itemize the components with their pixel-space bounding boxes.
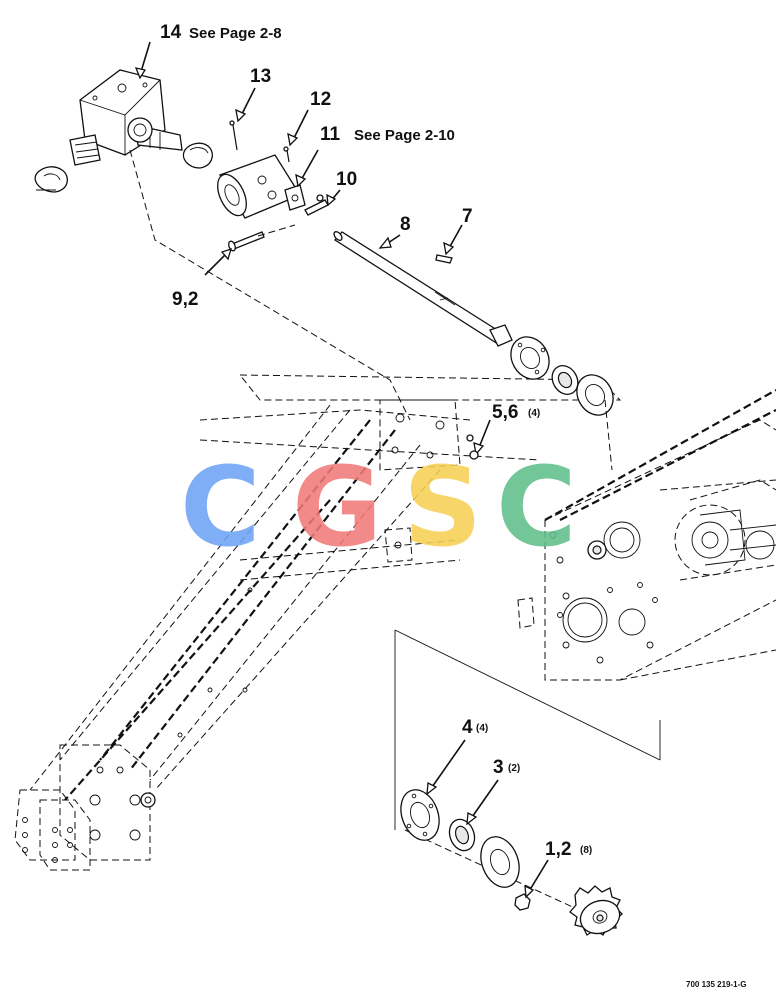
callout-3-qty: (2) — [508, 763, 520, 774]
flange-4 — [400, 789, 440, 841]
screw-12 — [286, 149, 290, 163]
watermark: C G S C — [180, 443, 577, 571]
callout-9-2: 9,2 — [172, 289, 198, 310]
drive-line-parts — [34, 69, 614, 471]
callout-12: 12 — [310, 89, 331, 110]
pin-10 — [304, 199, 329, 216]
callout-4-qty: (4) — [476, 723, 488, 734]
watermark-letter-1: C — [180, 443, 261, 571]
screw-13 — [232, 124, 238, 151]
bolt-9-2 — [231, 231, 265, 250]
shaft-end-bearings — [510, 336, 614, 416]
callout-13: 13 — [250, 66, 271, 87]
callout-arrows — [134, 41, 549, 899]
flange-4b — [480, 836, 520, 888]
callout-10: 10 — [336, 169, 357, 190]
coupler-part-11 — [217, 154, 306, 219]
figure-id: 700 135 219-1-G — [686, 980, 747, 989]
callout-14: 14 — [160, 22, 182, 43]
collar-left — [34, 166, 68, 193]
callout-14-ref: See Page 2-8 — [189, 25, 282, 42]
gearbox-housing — [544, 389, 776, 681]
callout-1-2: 1,2 — [545, 839, 571, 860]
key-7 — [435, 254, 453, 264]
callout-11: 11 — [320, 124, 341, 145]
callout-8: 8 — [400, 214, 411, 235]
watermark-letter-2: G — [292, 443, 382, 571]
callout-5-6-qty: (4) — [528, 408, 540, 419]
screw-12-head — [283, 146, 289, 152]
shaft-part-8 — [333, 231, 513, 347]
watermark-letter-3: S — [403, 443, 482, 571]
fastener-5-6 — [469, 450, 479, 460]
lower-drive-parts — [394, 629, 661, 936]
screw-13-head — [229, 120, 235, 126]
sprocket — [569, 885, 623, 936]
callout-4: 4 — [462, 717, 473, 738]
callout-1-2-qty: (8) — [580, 845, 592, 856]
gearbox-part-14 — [69, 69, 183, 166]
callout-3: 3 — [493, 757, 504, 778]
callout-labels: 14 See Page 2-8 13 12 11 See Page 2-10 1… — [160, 22, 747, 989]
washer-10 — [316, 194, 324, 202]
frame-assembly — [14, 374, 622, 871]
collar-right — [182, 142, 213, 169]
callout-5-6: 5,6 — [492, 402, 518, 423]
watermark-letter-4: C — [496, 443, 577, 571]
nut-1-2 — [514, 893, 531, 911]
callout-7: 7 — [462, 206, 473, 227]
callout-11-ref: See Page 2-10 — [354, 127, 455, 144]
